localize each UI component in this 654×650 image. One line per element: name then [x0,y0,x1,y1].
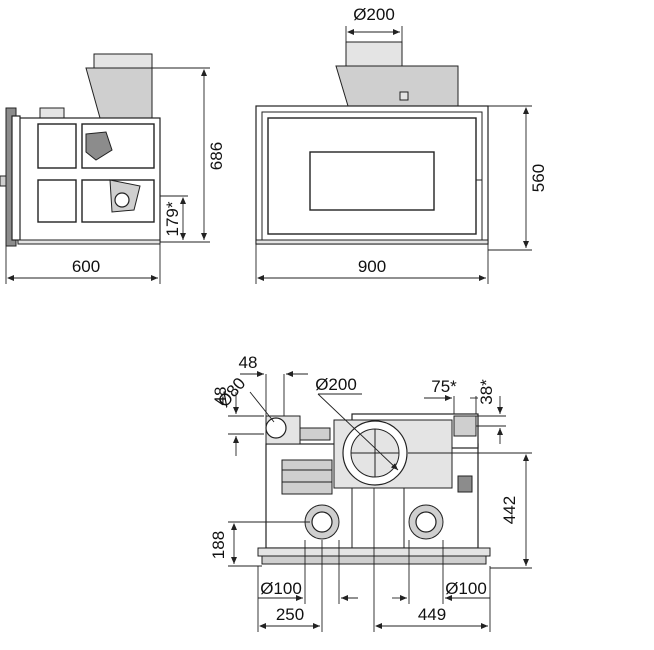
top-inlet-188-label: 188 [209,531,228,559]
side-top-part [39,107,65,119]
top-offset-48-h-label: 48 [239,353,258,372]
top-right-distance-label: 449 [418,605,446,624]
side-fan-icon [114,192,130,208]
front-flue-hood [335,65,459,107]
top-mechanism [281,459,333,495]
top-right-inlet-label: Ø100 [445,579,487,598]
front-view: Ø200 560 900 [255,5,548,284]
front-glass [267,117,477,235]
top-left-inlet [311,511,333,533]
front-viewing-window [309,151,435,211]
top-view: 48 Ø80 48 Ø200 75* 38* 442 [209,353,532,632]
top-left-inlet-label: Ø100 [260,579,302,598]
top-small-duct [299,427,331,441]
front-height-label: 560 [529,164,548,192]
top-offset-75-label: 75* [431,377,457,396]
side-base [17,239,161,245]
front-flue-label: Ø200 [353,5,395,24]
side-mechanism-upper [85,131,113,161]
side-view: 686 179* 600 [0,53,226,284]
side-upper-compartment [81,123,155,169]
top-right-inlet [415,511,437,533]
top-left-distance-label: 250 [276,605,304,624]
top-control-box [453,415,477,437]
top-offset-48-v-label: 48 [211,387,230,406]
side-flue-hood [85,67,153,119]
front-hood-detail [399,91,409,101]
top-small-flue [265,417,287,439]
front-flue-collar [345,41,403,67]
side-upper-panel [37,123,77,169]
side-handle [0,175,7,187]
top-main-flue-label: Ø200 [315,375,357,394]
side-front-glass [11,115,21,241]
top-offset-38-label: 38* [477,379,496,405]
top-control-unit [457,475,473,493]
top-depth-label: 442 [500,496,519,524]
side-depth-label: 600 [72,257,100,276]
side-height-label: 686 [207,142,226,170]
side-lower-compartment [81,179,155,223]
side-flue-collar [93,53,153,69]
front-base [255,239,489,245]
front-width-label: 900 [358,257,386,276]
front-outer-frame [255,105,489,245]
side-lower-offset-label: 179* [163,201,182,236]
side-lower-panel [37,179,77,223]
